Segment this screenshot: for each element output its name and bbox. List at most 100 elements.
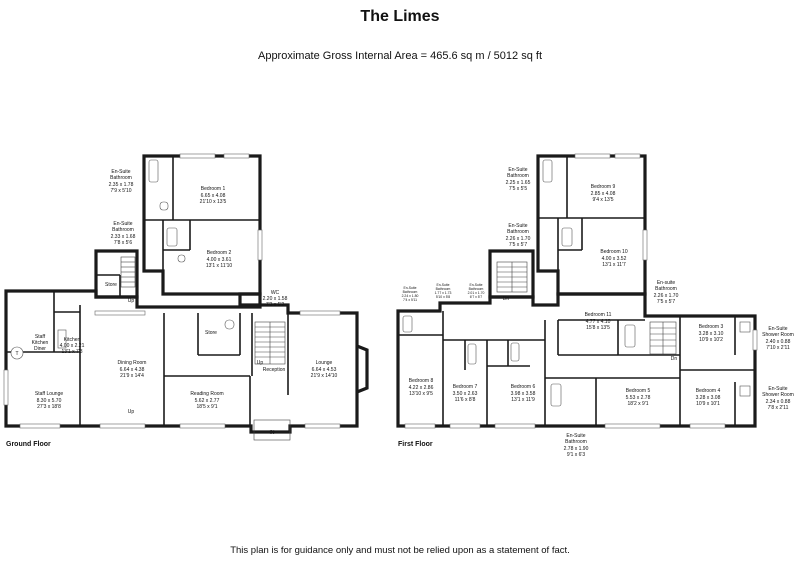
up-mark-2: Up [128, 409, 135, 415]
room-bedroom-5: Bedroom 5 5.53 x 2.78 18'2 x 9'1 [626, 388, 651, 407]
room-ensuite-c: En-Suite Bathroom 2.01 x 1.70 6'7 x 5'7 [468, 283, 485, 299]
svg-text:18'2 x 9'1: 18'2 x 9'1 [627, 401, 648, 407]
up-mark-3: Up [257, 360, 264, 366]
svg-text:Staff Lounge: Staff Lounge [35, 391, 63, 397]
ground-floor-label: Ground Floor [6, 441, 51, 448]
svg-text:En-Suite: En-Suite [566, 433, 585, 439]
svg-text:21'10 x 13'5: 21'10 x 13'5 [200, 199, 227, 205]
svg-text:Store: Store [205, 330, 217, 336]
svg-text:2.34 x 0.88: 2.34 x 0.88 [766, 399, 791, 405]
svg-text:10'9 x 10'2: 10'9 x 10'2 [699, 337, 723, 343]
svg-text:18'5 x 9'1: 18'5 x 9'1 [196, 404, 217, 410]
svg-text:13'10 x 9'5: 13'10 x 9'5 [409, 391, 433, 397]
svg-text:Staff: Staff [35, 334, 46, 340]
room-bedroom-6: Bedroom 6 3.98 x 3.58 13'1 x 11'9 [511, 384, 536, 403]
svg-text:5.62 x 2.77: 5.62 x 2.77 [195, 398, 220, 404]
room-ensuite-a: En-Suite Bathroom 2.24 x 1.80 7'4 x 5'11 [402, 286, 419, 302]
svg-text:7'8 x 5'6: 7'8 x 5'6 [114, 240, 133, 246]
svg-text:10'9 x 10'1: 10'9 x 10'1 [696, 401, 720, 407]
room-ensuite-b: En-Suite Bathroom 1.77 x 1.73 5'10 x 5'8 [435, 283, 452, 299]
svg-text:13'1 x 11'9: 13'1 x 11'9 [511, 397, 535, 403]
svg-text:7'5 x 5'7: 7'5 x 5'7 [509, 242, 528, 248]
up-mark-1: Up [128, 298, 135, 304]
svg-text:Store: Store [105, 282, 117, 288]
svg-text:Bedroom 4: Bedroom 4 [696, 388, 721, 394]
svg-text:13'1 x 11'10: 13'1 x 11'10 [206, 263, 233, 269]
room-bedroom-8: Bedroom 8 4.22 x 2.86 13'10 x 9'5 [409, 378, 434, 397]
first-floor-plan [396, 153, 758, 429]
svg-text:Lounge: Lounge [316, 360, 333, 366]
svg-text:Bedroom 5: Bedroom 5 [626, 388, 651, 394]
ground-stairs [254, 321, 286, 365]
svg-text:4.77 x 4.10: 4.77 x 4.10 [586, 319, 611, 325]
svg-text:En-Suite: En-Suite [508, 167, 527, 173]
svg-text:WC: WC [271, 290, 280, 296]
svg-text:2.20 x 1.58: 2.20 x 1.58 [263, 296, 288, 302]
svg-text:2.78 x 1.90: 2.78 x 1.90 [564, 446, 589, 452]
room-staff-kitchen-diner: Staff Kitchen Diner [32, 334, 49, 352]
room-bedroom-4: Bedroom 4 3.28 x 3.08 10'9 x 10'1 [696, 388, 721, 407]
svg-text:En-Suite: En-Suite [436, 283, 449, 287]
svg-text:7'5 x 5'7: 7'5 x 5'7 [657, 299, 676, 305]
svg-text:5'10 x 5'8: 5'10 x 5'8 [436, 295, 450, 299]
svg-text:Bedroom 2: Bedroom 2 [207, 250, 232, 256]
room-kitchen: Kitchen 4.00 x 2.21 13'1 x 7'3 [60, 337, 85, 355]
svg-text:9'1 x 6'3: 9'1 x 6'3 [567, 452, 586, 458]
svg-text:En-Suite: En-Suite [768, 326, 787, 332]
svg-text:13'1 x 7'3: 13'1 x 7'3 [61, 349, 82, 355]
svg-text:8.30 x 5.70: 8.30 x 5.70 [37, 398, 62, 404]
svg-text:4.00 x 2.21: 4.00 x 2.21 [60, 343, 85, 349]
room-lounge: Lounge 6.64 x 4.53 21'9 x 14'10 [311, 360, 338, 379]
svg-text:En-Suite: En-Suite [111, 169, 130, 175]
room-reception: Reception [263, 367, 286, 373]
room-bedroom-10: Bedroom 10 4.00 x 3.52 13'1 x 11'7 [600, 249, 627, 268]
svg-text:Bathroom: Bathroom [655, 286, 677, 292]
first-floor-label: First Floor [398, 441, 433, 448]
gross-area-subtitle: Approximate Gross Internal Area = 465.6 … [257, 50, 542, 62]
svg-text:4.00 x 3.61: 4.00 x 3.61 [207, 257, 232, 263]
svg-text:15'8 x 13'5: 15'8 x 13'5 [586, 325, 610, 331]
svg-text:7'4 x 5'11: 7'4 x 5'11 [403, 298, 417, 302]
svg-text:Bathroom: Bathroom [110, 175, 132, 181]
ground-floor-plan [3, 153, 369, 441]
svg-text:2.26 x 1.70: 2.26 x 1.70 [506, 236, 531, 242]
svg-text:6.65 x 4.08: 6.65 x 4.08 [201, 193, 226, 199]
room-ensuite-5: En-Suite Bathroom 2.78 x 1.90 9'1 x 6'3 [564, 433, 589, 458]
svg-text:Bedroom 8: Bedroom 8 [409, 378, 434, 384]
room-ensuite-10: En-Suite Bathroom 2.26 x 1.70 7'5 x 5'7 [506, 223, 531, 248]
svg-text:Bedroom 1: Bedroom 1 [201, 186, 226, 192]
room-bedroom-1: Bedroom 1 6.65 x 4.08 21'10 x 13'5 [200, 186, 227, 205]
room-shower-4: En-Suite Shower Room 2.34 x 0.88 7'8 x 2… [762, 386, 794, 411]
svg-text:Reception: Reception [263, 367, 286, 373]
first-floor-stairs [496, 261, 677, 355]
svg-text:21'9 x 14'10: 21'9 x 14'10 [311, 373, 338, 379]
svg-text:Shower Room: Shower Room [762, 332, 794, 338]
svg-text:13'1 x 11'7: 13'1 x 11'7 [602, 262, 626, 268]
room-dining: Dining Room 6.64 x 4.38 21'9 x 14'4 [118, 360, 147, 379]
svg-text:7'3 x 5'2: 7'3 x 5'2 [266, 302, 285, 308]
svg-text:3.98 x 3.58: 3.98 x 3.58 [511, 391, 536, 397]
svg-text:En-Suite: En-Suite [768, 386, 787, 392]
svg-text:7'8 x 2'11: 7'8 x 2'11 [768, 405, 789, 411]
plan-title: The Limes [360, 8, 440, 25]
room-ensuite-11: En-suite Bathroom 2.26 x 1.70 7'5 x 5'7 [654, 280, 679, 305]
svg-text:Kitchen: Kitchen [64, 337, 81, 343]
room-bedroom-2: Bedroom 2 4.00 x 3.61 13'1 x 11'10 [206, 250, 233, 269]
svg-text:21'9 x 14'4: 21'9 x 14'4 [120, 373, 144, 379]
dn-mark-1: Dn [503, 296, 510, 302]
svg-text:Bathroom: Bathroom [565, 439, 587, 445]
svg-text:6'7 x 5'7: 6'7 x 5'7 [470, 295, 483, 299]
svg-text:Kitchen: Kitchen [32, 340, 49, 346]
room-reading: Reading Room 5.62 x 2.77 18'5 x 9'1 [190, 391, 223, 410]
room-bedroom-7: Bedroom 7 3.50 x 2.63 11'6 x 8'8 [453, 384, 478, 403]
svg-text:2.01 x 1.70: 2.01 x 1.70 [468, 291, 485, 295]
svg-text:27'3 x 18'8: 27'3 x 18'8 [37, 404, 61, 410]
svg-text:2.35 x 1.78: 2.35 x 1.78 [109, 182, 134, 188]
svg-text:En-Suite: En-Suite [113, 221, 132, 227]
svg-text:Reading Room: Reading Room [190, 391, 223, 397]
room-wc: WC 2.20 x 1.58 7'3 x 5'2 [263, 290, 288, 308]
store-stairs [120, 256, 136, 288]
svg-text:4.22 x 2.86: 4.22 x 2.86 [409, 385, 434, 391]
svg-text:1.77 x 1.73: 1.77 x 1.73 [435, 291, 452, 295]
room-store-2: Store [205, 330, 217, 336]
